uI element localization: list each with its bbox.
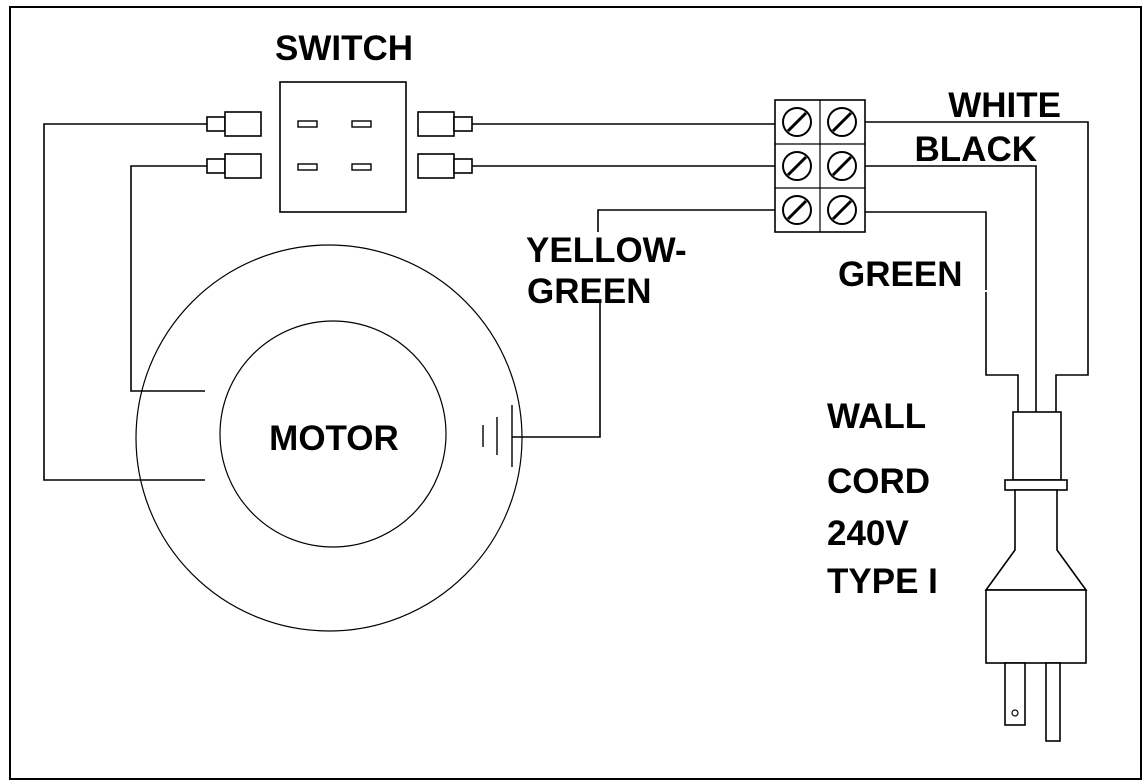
wall-cord-label-line2: CORD bbox=[827, 462, 930, 501]
switch-label: SWITCH bbox=[275, 29, 413, 68]
yellow-green-wire-label-line2: GREEN bbox=[527, 272, 651, 311]
plug bbox=[984, 411, 1088, 742]
wires bbox=[43, 121, 1089, 481]
switch-right-connectors bbox=[417, 111, 473, 179]
yellow-green-wire-label-line1: YELLOW- bbox=[526, 231, 687, 270]
white-wire-label: WHITE bbox=[948, 86, 1061, 125]
terminal-screw-2 bbox=[827, 107, 857, 137]
terminal-screw-6 bbox=[827, 195, 857, 225]
terminal-screw-1 bbox=[782, 107, 812, 137]
motor bbox=[135, 244, 523, 632]
wall-cord-label-line3: 240V bbox=[827, 514, 909, 553]
wall-cord-label-line1: WALL bbox=[827, 397, 926, 436]
wall-cord-label-line4: TYPE I bbox=[827, 562, 938, 601]
green-wire-label: GREEN bbox=[838, 255, 962, 294]
motor-label: MOTOR bbox=[269, 419, 399, 458]
diagram-frame bbox=[9, 6, 1142, 780]
black-wire-label: BLACK bbox=[915, 130, 1037, 169]
terminal-block bbox=[774, 99, 866, 233]
ground-symbol bbox=[482, 405, 513, 467]
terminal-screw-4 bbox=[827, 151, 857, 181]
switch bbox=[279, 81, 407, 213]
switch-left-connectors bbox=[206, 111, 262, 179]
terminal-screw-3 bbox=[782, 151, 812, 181]
terminal-screw-5 bbox=[782, 195, 812, 225]
